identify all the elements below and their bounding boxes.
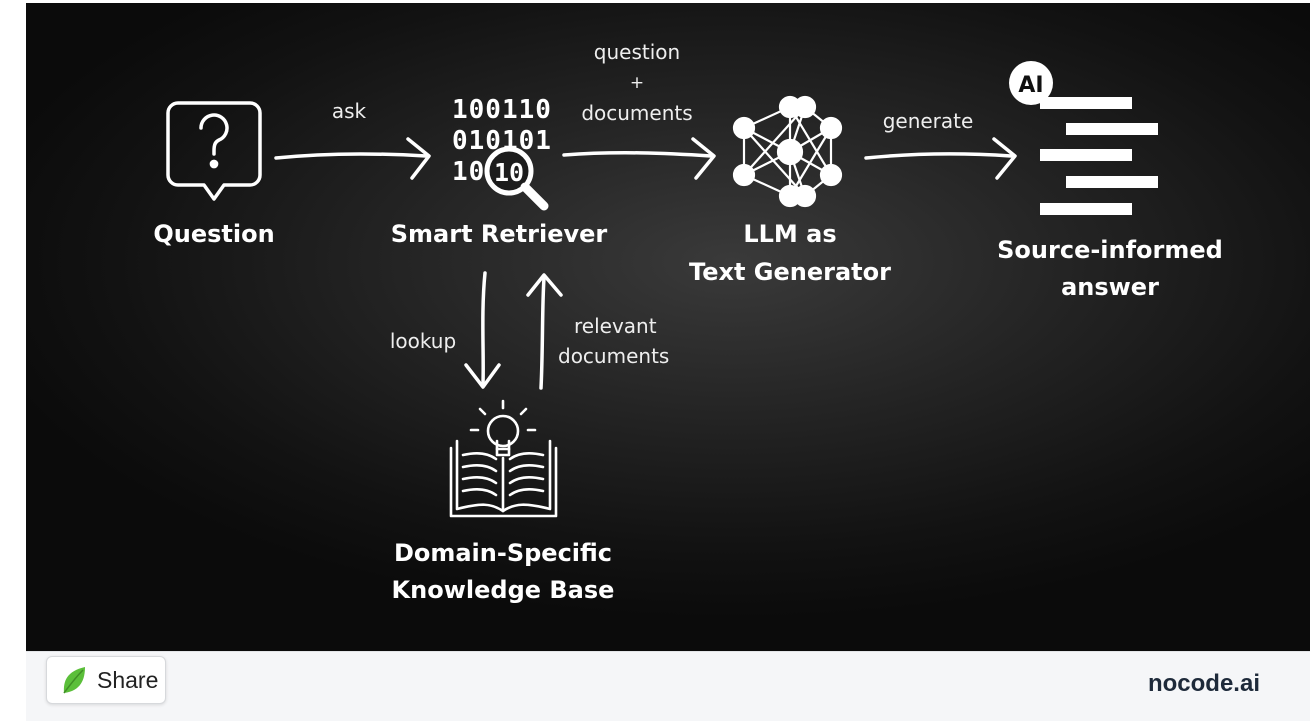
binary-lens-text: 10 bbox=[494, 158, 524, 187]
binary-line-3: 10 bbox=[452, 157, 485, 187]
lookup-arrowhead bbox=[464, 363, 501, 389]
llm-label-line1: LLM as bbox=[743, 220, 837, 248]
relevant-arrow bbox=[539, 276, 546, 390]
neural-network-icon bbox=[732, 95, 843, 208]
ask-edge-label: ask bbox=[331, 99, 367, 123]
smart-retriever-label: Smart Retriever bbox=[390, 220, 608, 248]
ask-arrowhead bbox=[406, 137, 431, 180]
question-plus-docs-line1: question bbox=[593, 40, 681, 64]
brand-logo[interactable]: nocode.ai bbox=[1147, 670, 1260, 697]
relevant-arrowhead bbox=[526, 273, 563, 297]
ai-document-icon: AI bbox=[1009, 61, 1158, 215]
question-label: Question bbox=[153, 220, 275, 248]
answer-label-line2: answer bbox=[1061, 273, 1159, 301]
binary-search-icon: 100110 010101 10 10 bbox=[452, 95, 552, 211]
ask-arrow bbox=[274, 152, 428, 160]
footer-bar: Share nocode.ai bbox=[26, 651, 1310, 721]
generate-arrow bbox=[864, 152, 1013, 160]
share-label: Share bbox=[97, 666, 159, 693]
share-button[interactable]: Share bbox=[46, 656, 166, 704]
leaf-icon bbox=[63, 667, 85, 694]
retrieve-to-llm-arrow bbox=[562, 151, 713, 158]
open-book-lightbulb-icon bbox=[449, 399, 558, 518]
binary-line-1: 100110 bbox=[452, 95, 552, 125]
diagram-canvas: 100110 010101 10 10 bbox=[26, 3, 1310, 651]
relevant-docs-line1: relevant bbox=[574, 314, 657, 338]
lookup-arrow bbox=[481, 271, 487, 385]
question-plus-docs-line2: + bbox=[629, 73, 645, 93]
generate-arrowhead bbox=[992, 137, 1017, 180]
answer-label-line1: Source-informed bbox=[997, 236, 1223, 264]
llm-label-line2: Text Generator bbox=[689, 258, 891, 286]
kb-label-line2: Knowledge Base bbox=[391, 576, 615, 604]
rag-diagram: 100110 010101 10 10 bbox=[166, 61, 1158, 518]
question-bubble-icon bbox=[166, 101, 262, 201]
question-plus-docs-line3: documents bbox=[581, 101, 693, 125]
ai-badge-text: AI bbox=[1018, 73, 1043, 98]
retrieve-to-llm-arrowhead bbox=[691, 137, 716, 180]
relevant-docs-line2: documents bbox=[558, 344, 670, 368]
generate-edge-label: generate bbox=[882, 109, 974, 133]
kb-label-line1: Domain-Specific bbox=[393, 539, 613, 567]
lookup-edge-label: lookup bbox=[389, 329, 457, 353]
